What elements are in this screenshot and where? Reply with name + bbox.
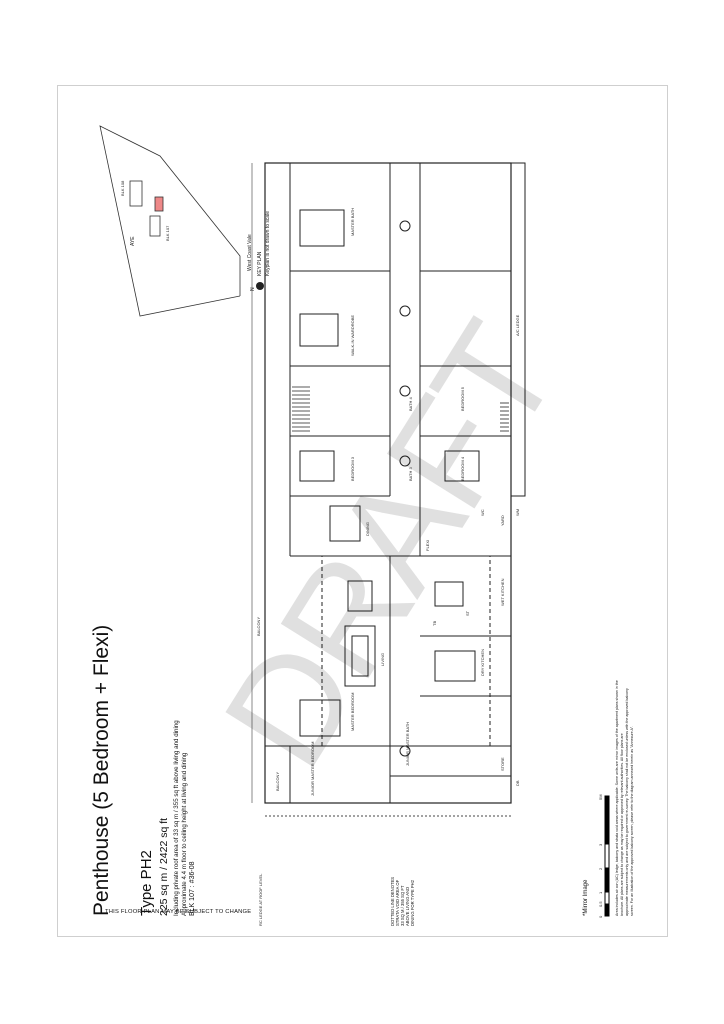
room-junior-master-bedroom: JUNIOR MASTER BEDROOM <box>310 741 315 796</box>
room-st: ST <box>465 610 470 616</box>
room-db: DB <box>515 780 520 786</box>
room-wm: WM <box>515 508 520 516</box>
key-plan-blk-107: BLK 107 <box>165 225 170 241</box>
key-plan-label: KEY PLAN <box>257 251 263 276</box>
room-living: LIVING <box>380 652 385 666</box>
room-junior-master-bath: JUNIOR MASTER BATH <box>405 721 410 766</box>
rotated-content: Penthouse (5 Bedroom + Flexi) Type PH2 2… <box>60 86 668 936</box>
key-plan-road-aye: AYE <box>130 236 136 246</box>
room-master-bedroom: MASTER BEDROOM <box>350 692 355 731</box>
key-plan-blk-108: BLK 108 <box>120 180 125 196</box>
room-flexi: FLEXI <box>425 539 430 551</box>
room-bedroom-4: BEDROOM 4 <box>460 456 465 481</box>
room-dry-kitchen: DRY KITCHEN <box>480 649 485 676</box>
room-wc: WC <box>480 509 485 516</box>
room-walk-in-wardrobe: WALK-IN WARDROBE <box>350 314 355 356</box>
room-balcony-small: BALCONY <box>275 771 280 791</box>
change-notice: THIS FLOOR PLAN MAY BE SUBJECT TO CHANGE <box>105 909 252 915</box>
room-bath-3: BATH 3 <box>408 467 413 481</box>
room-ac-ledge: A/C LEDGE <box>515 314 520 336</box>
mirror-image-label: *Mirror Image <box>583 879 589 916</box>
rc-ledge-note: RC LEDGE AT ROOF LEVEL <box>258 873 263 926</box>
dotted-note-5: DINING FOR TYPE PH2 <box>410 880 415 926</box>
scale-tick-1: 1 <box>598 891 603 894</box>
scale-tick-3: 3 <box>598 843 603 846</box>
room-balcony-main: BALCONY <box>256 616 261 636</box>
floor-plan-sheet: Penthouse (5 Bedroom + Flexi) Type PH2 2… <box>60 86 668 936</box>
scale-tick-2: 2 <box>598 867 603 870</box>
room-master-bath: MASTER BATH <box>350 207 355 236</box>
room-bedroom-3: BEDROOM 3 <box>350 456 355 481</box>
floor-plan-drawing <box>99 125 610 917</box>
scale-tick-0: 0 <box>598 915 603 918</box>
key-plan-note: Keyplan is not drawn to scale <box>265 210 271 276</box>
room-bedroom-5: BEDROOM 5 <box>460 386 465 411</box>
room-yard: YARD <box>500 515 505 526</box>
room-dining: DINING <box>365 522 370 536</box>
room-bath-4: BATH 4 <box>408 397 413 411</box>
scale-tick-0-5: 0.5 <box>598 901 603 907</box>
sheet-border <box>57 85 668 937</box>
key-plan-road-west-coast-vale: West Coast Vale <box>247 234 253 271</box>
scale-tick-5m: 5M <box>598 794 603 800</box>
room-store: STORE <box>500 757 505 771</box>
room-wet-kitchen: WET KITCHEN <box>500 578 505 606</box>
disclaimer-4: screen. For an illustration of the appro… <box>630 725 634 916</box>
room-tb: TB <box>432 620 437 626</box>
north-arrow-label: N <box>250 287 256 291</box>
